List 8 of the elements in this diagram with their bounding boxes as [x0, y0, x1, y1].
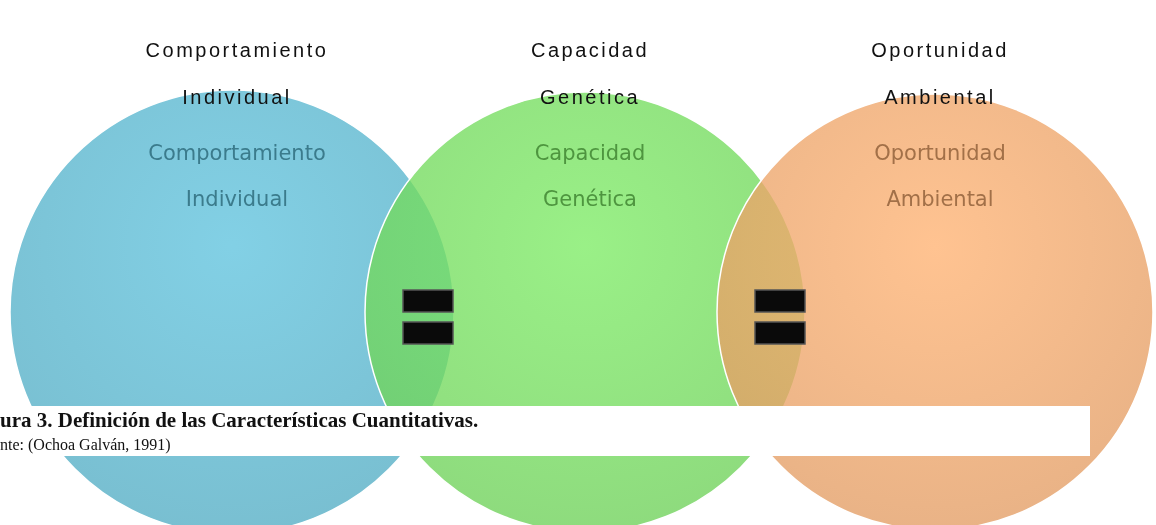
circle-heading: Comportamiento Individual: [144, 38, 330, 110]
circle-label: Comportamiento Individual: [147, 140, 327, 213]
circle-heading: Capacidad Genética: [529, 38, 651, 110]
circle-heading: Oportunidad Ambiental: [870, 38, 1010, 110]
circle-label: Oportunidad Ambiental: [873, 140, 1007, 213]
source-note: nte: (Ochoa Galván, 1991): [0, 436, 171, 454]
circle-label: Capacidad Genética: [533, 140, 647, 213]
figure-caption: ura 3. Definición de las Características Cuantitativas.: [0, 408, 479, 433]
